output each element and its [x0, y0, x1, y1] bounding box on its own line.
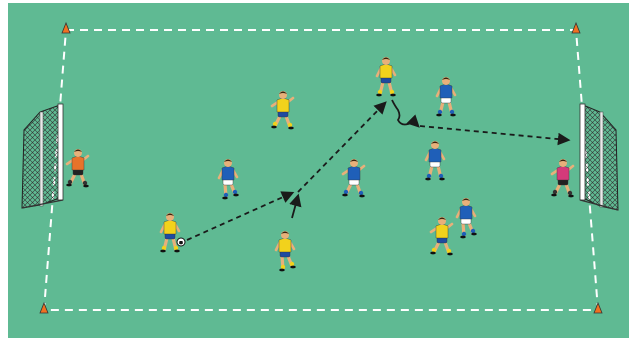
soccer-ball-icon — [177, 238, 185, 246]
